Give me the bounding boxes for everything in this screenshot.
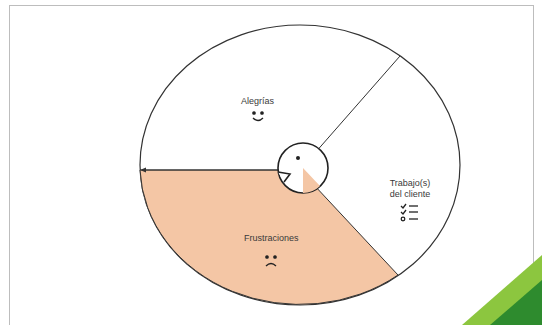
profile-circle	[140, 25, 460, 305]
corner-stripe	[462, 255, 542, 325]
sector-divider	[142, 170, 300, 171]
frustrations-sector	[140, 170, 398, 304]
corner-stripe	[490, 280, 542, 325]
sector-label: Frustraciones	[244, 233, 299, 244]
sector-label: Trabajo(s) del cliente	[383, 178, 437, 201]
profile-sector: Frustraciones	[240, 231, 303, 246]
sector-label: Alegrías	[241, 96, 274, 107]
divider-arrowhead	[140, 168, 146, 173]
frown-icon	[266, 256, 276, 266]
frame	[10, 6, 534, 325]
face-head	[278, 143, 328, 193]
face-shade	[303, 168, 320, 193]
smile-icon	[253, 112, 263, 121]
profile-sector: Alegrías	[237, 94, 278, 109]
profile-sector: Trabajo(s) del cliente	[379, 176, 441, 203]
face-eye	[296, 156, 300, 160]
checklist-icon	[401, 204, 418, 221]
face-mouth	[278, 172, 290, 182]
